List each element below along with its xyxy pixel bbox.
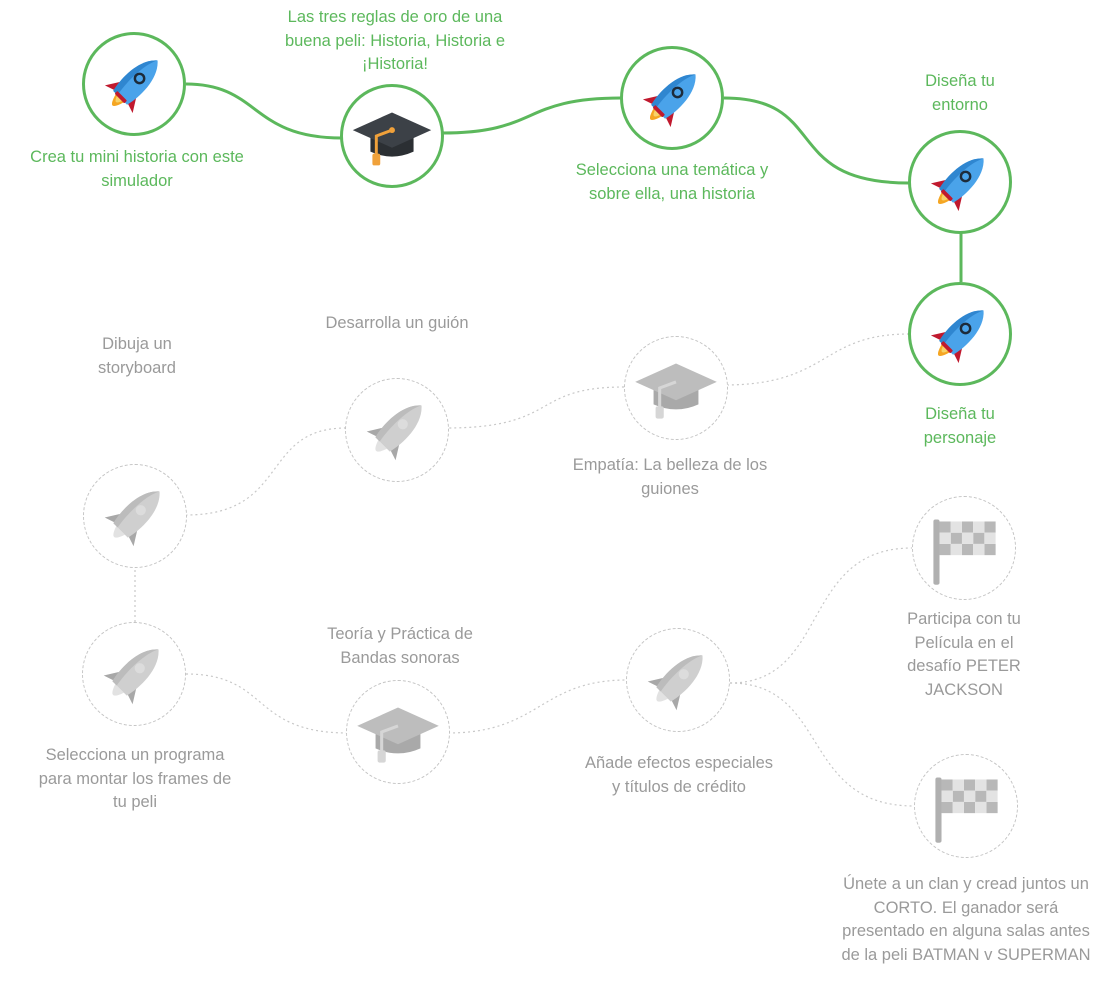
connector-s10-s11 [447,679,628,734]
step-node-s5[interactable] [908,282,1012,386]
step-node-s4[interactable] [908,130,1012,234]
rocket-icon [930,158,984,212]
connector-s7-s8 [185,427,347,516]
connector-s11-s13 [729,682,915,807]
step-node-s7[interactable] [345,378,449,482]
step-label-s1[interactable]: Crea tu mini historia con este simulador [30,148,244,190]
connector-s6-s7 [445,386,625,429]
step-label-s7[interactable]: Desarrolla un guión [325,314,469,332]
rocket-icon [104,60,158,114]
rocket-icon [103,649,159,705]
step-label-s8[interactable]: Dibuja un storyboard [98,335,176,377]
step-label-s10[interactable]: Teoría y Práctica de Bandas sonoras [327,625,473,667]
step-label-s5[interactable]: Diseña tu personaje [923,405,997,447]
step-node-s2[interactable] [340,84,444,188]
step-node-s6[interactable] [624,336,728,440]
step-label-s3[interactable]: Selecciona una temática y sobre ella, un… [575,161,769,203]
rocket-icon [930,310,984,364]
step-node-s10[interactable] [346,680,450,784]
step-node-s13[interactable] [914,754,1018,858]
step-label-s4[interactable]: Diseña tu entorno [925,72,995,114]
connector-s1-s2 [185,82,343,140]
rocket-icon [642,74,696,128]
step-node-s11[interactable] [626,628,730,732]
step-label-s6[interactable]: Empatía: La belleza de los guiones [572,456,768,498]
step-label-s9[interactable]: Selecciona un programa para montar los f… [38,746,232,811]
connector-s5-s6 [723,333,910,386]
rocket-icon [104,491,160,547]
step-node-s12[interactable] [912,496,1016,600]
step-node-s8[interactable] [83,464,187,568]
rocket-icon [647,655,703,711]
graduation-cap-icon [352,112,432,166]
connector-s9-s10 [185,673,349,734]
graduation-cap-icon [635,363,717,419]
step-node-s9[interactable] [82,622,186,726]
step-node-s3[interactable] [620,46,724,150]
connector-s2-s3 [441,96,622,135]
step-label-s13[interactable]: Únete a un clan y cread juntos un CORTO.… [841,875,1091,964]
checkered-flag-icon [933,519,996,585]
step-node-s1[interactable] [82,32,186,136]
rocket-icon [366,405,422,461]
connector-s3-s4 [723,96,910,185]
step-label-s12[interactable]: Participa con tu Película en el desafío … [907,610,1021,699]
checkered-flag-icon [935,777,998,843]
graduation-cap-icon [357,707,439,763]
step-label-s2[interactable]: Las tres reglas de oro de una buena peli… [284,8,506,73]
connector-s11-s12 [729,547,913,684]
step-label-s11[interactable]: Añade efectos especiales y títulos de cr… [584,754,774,796]
